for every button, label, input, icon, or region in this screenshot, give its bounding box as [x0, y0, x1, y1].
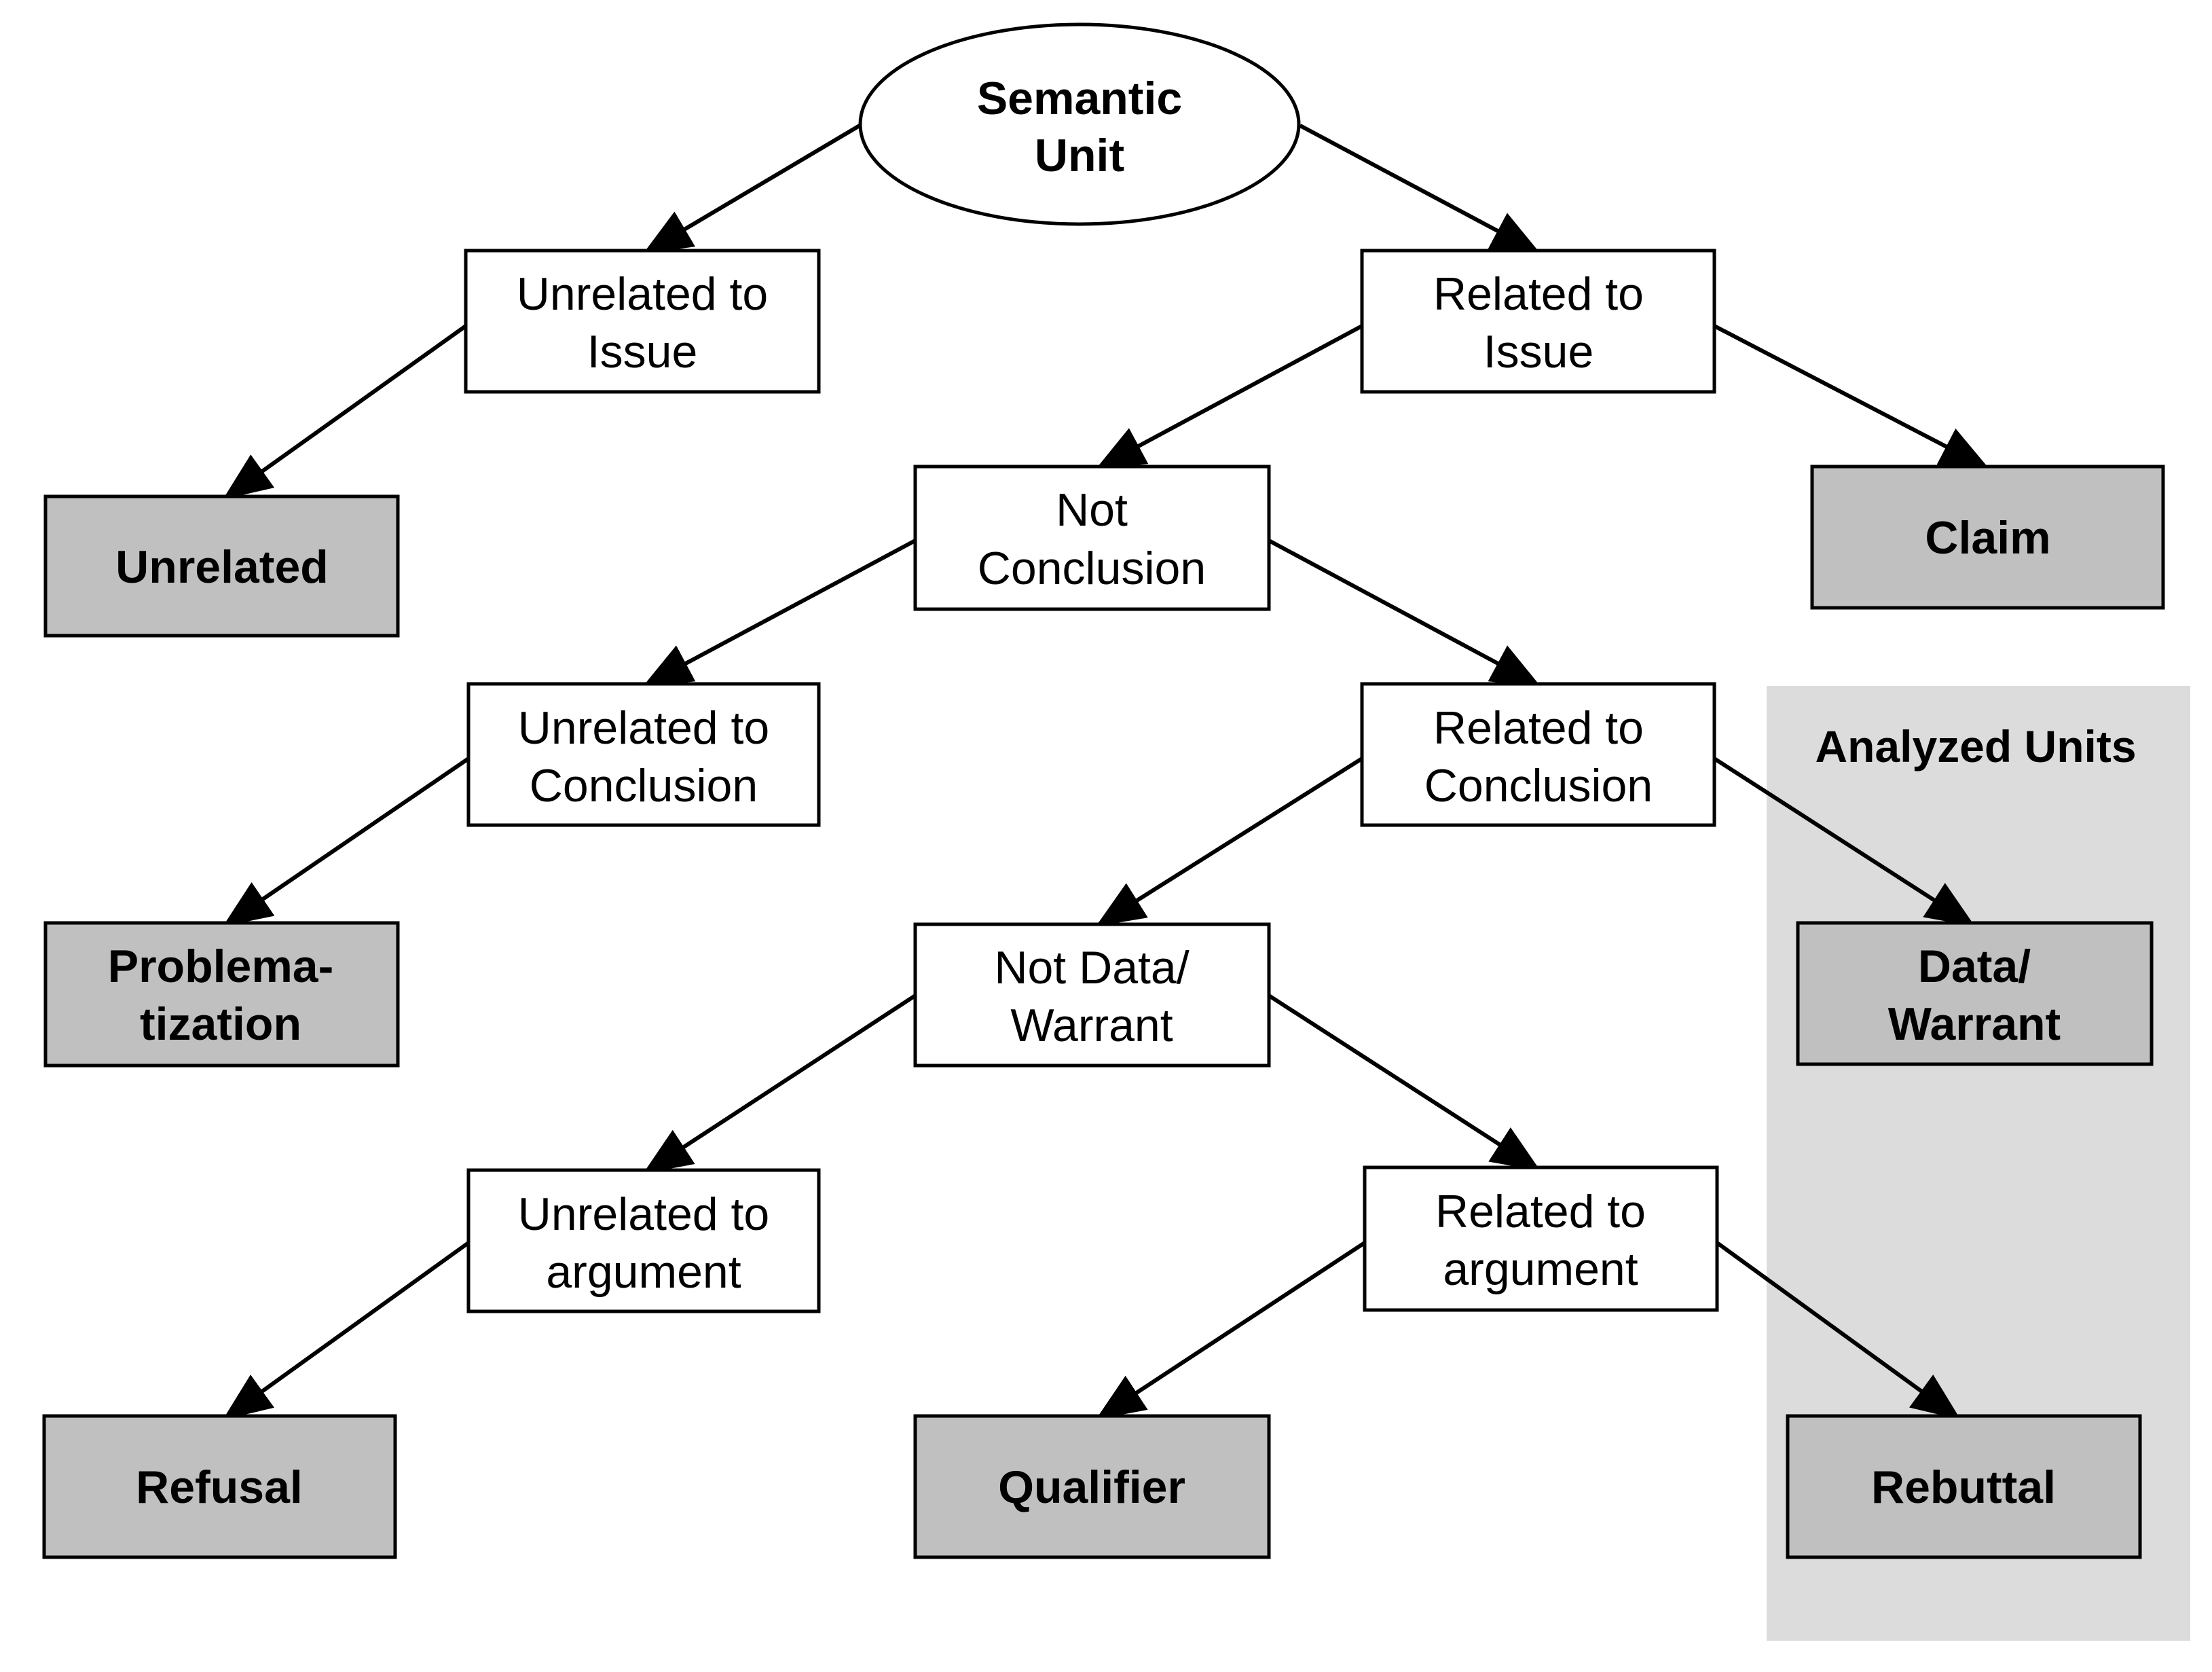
unrelated-to-conclusion-label-line-2: Conclusion	[530, 760, 758, 812]
refusal-label: Refusal	[136, 1461, 303, 1513]
unrelated-to-argument-node	[466, 1168, 821, 1313]
edge-semantic-unit-to-unrelated-to-issue	[642, 124, 861, 255]
edge-related-to-conclusion-to-not-data-warrant	[1095, 757, 1363, 927]
not-data-warrant-label-line-2: Warrant	[1010, 1000, 1173, 1051]
unrelated-to-issue-label-line-1: Unrelated to	[517, 268, 768, 320]
unrelated-to-issue-node	[464, 249, 821, 394]
edge-related-to-issue-to-claim	[1713, 324, 1990, 469]
claim-label: Claim	[1925, 512, 2050, 564]
unrelated-label: Unrelated	[115, 541, 329, 593]
data-warrant-label-line-2: Warrant	[1888, 998, 2061, 1050]
qualifier-label: Qualifier	[998, 1461, 1185, 1513]
related-to-argument-label-line-1: Related to	[1435, 1186, 1646, 1237]
unrelated-node	[43, 494, 400, 638]
data-warrant-node	[1796, 921, 2154, 1066]
unrelated-to-argument-label-line-2: argument	[546, 1246, 741, 1298]
unrelated-to-argument-label-line-1: Unrelated to	[518, 1188, 769, 1240]
related-to-conclusion-label-line-2: Conclusion	[1424, 760, 1653, 812]
qualifier-node	[913, 1414, 1271, 1559]
edge-not-conclusion-to-unrelated-to-conclusion	[642, 539, 917, 687]
unrelated-to-issue-label-line-2: Issue	[587, 326, 698, 378]
problematization-label-line-1: Problema-	[108, 941, 334, 992]
problematization-label-line-2: tization	[140, 998, 301, 1050]
edge-related-to-argument-to-rebuttal	[1716, 1241, 1961, 1420]
rebuttal-node	[1786, 1414, 2142, 1559]
edge-related-to-issue-to-not-conclusion	[1095, 324, 1363, 469]
related-to-conclusion-label-line-1: Related to	[1433, 702, 1644, 754]
refusal-node	[42, 1414, 397, 1559]
related-to-issue-label-line-2: Issue	[1483, 326, 1594, 378]
edge-unrelated-to-conclusion-to-problematization	[223, 757, 470, 927]
related-to-issue-node	[1360, 249, 1716, 394]
edge-not-data-warrant-to-unrelated-to-argument	[642, 994, 917, 1174]
related-to-conclusion-node	[1360, 682, 1716, 827]
analyzed-units-label: Analyzed Units	[1815, 721, 2136, 771]
edge-unrelated-to-issue-to-unrelated	[223, 324, 467, 500]
semantic-unit-label-line-1: Semantic	[977, 73, 1182, 124]
unrelated-to-conclusion-label-line-1: Unrelated to	[518, 702, 769, 754]
edge-group	[223, 124, 1990, 1420]
edge-semantic-unit-to-related-to-issue	[1299, 124, 1541, 254]
rebuttal-label: Rebuttal	[1871, 1461, 2056, 1513]
data-warrant-label-line-1: Data/	[1918, 941, 2031, 992]
edge-related-to-argument-to-qualifier	[1095, 1241, 1366, 1420]
related-to-argument-node	[1363, 1165, 1719, 1312]
semantic-unit-node	[858, 22, 1301, 226]
semantic-unit-label-line-2: Unit	[1035, 130, 1124, 181]
unrelated-to-conclusion-node	[466, 682, 821, 827]
related-to-argument-label-line-2: argument	[1443, 1243, 1638, 1295]
not-data-warrant-label-line-1: Not Data/	[994, 942, 1189, 994]
not-conclusion-label-line-2: Conclusion	[978, 543, 1206, 594]
not-data-warrant-node	[913, 922, 1271, 1068]
edge-unrelated-to-argument-to-refusal	[223, 1241, 470, 1420]
not-conclusion-node	[913, 465, 1271, 611]
claim-node	[1810, 465, 2165, 610]
edge-not-data-warrant-to-related-to-argument	[1268, 994, 1541, 1171]
edge-related-to-conclusion-to-data-warrant	[1713, 757, 1976, 927]
problematization-node	[43, 921, 400, 1068]
not-conclusion-label-line-1: Not	[1056, 484, 1128, 536]
edge-not-conclusion-to-related-to-conclusion	[1268, 539, 1541, 687]
related-to-issue-label-line-1: Related to	[1433, 268, 1644, 320]
